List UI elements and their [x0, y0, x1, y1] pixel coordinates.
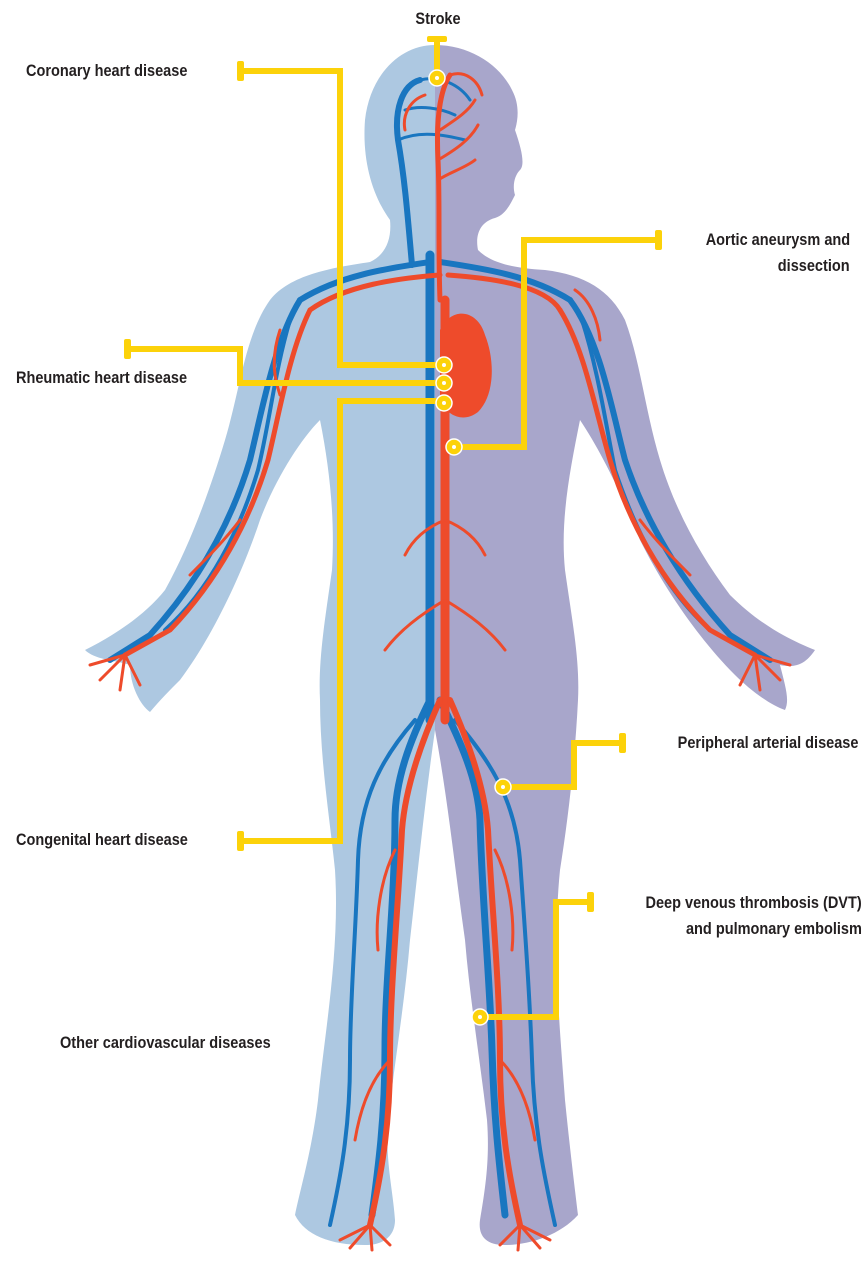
aortic-cap — [655, 230, 662, 250]
dvt-label-line1: Deep venous thrombosis (DVT) — [646, 892, 862, 914]
dvt-dot-center — [478, 1015, 482, 1019]
aortic-dot-center — [452, 445, 456, 449]
peripheral-cap — [619, 733, 626, 753]
coronary-label: Coronary heart disease — [26, 60, 187, 82]
stroke-label: Stroke — [394, 8, 482, 30]
rheumatic-dot-center — [442, 381, 446, 385]
peripheral-label: Peripheral arterial disease — [677, 732, 858, 754]
congenital-dot-center — [442, 401, 446, 405]
rheumatic-cap — [124, 339, 131, 359]
peripheral-dot-center — [501, 785, 505, 789]
dvt-cap — [587, 892, 594, 912]
congenital-label: Congenital heart disease — [16, 829, 188, 851]
coronary-cap — [237, 61, 244, 81]
congenital-cap — [237, 831, 244, 851]
rheumatic-label: Rheumatic heart disease — [16, 367, 187, 389]
other-label: Other cardiovascular diseases — [60, 1032, 271, 1054]
coronary-dot-center — [442, 363, 446, 367]
stroke-cap — [427, 36, 447, 42]
dvt-label-line2: and pulmonary embolism — [686, 918, 862, 940]
stroke-dot-center — [435, 76, 439, 80]
aortic-label-line2: dissection — [778, 255, 850, 277]
aortic-label-line1: Aortic aneurysm and — [706, 229, 850, 251]
body-silhouette — [85, 45, 815, 1245]
